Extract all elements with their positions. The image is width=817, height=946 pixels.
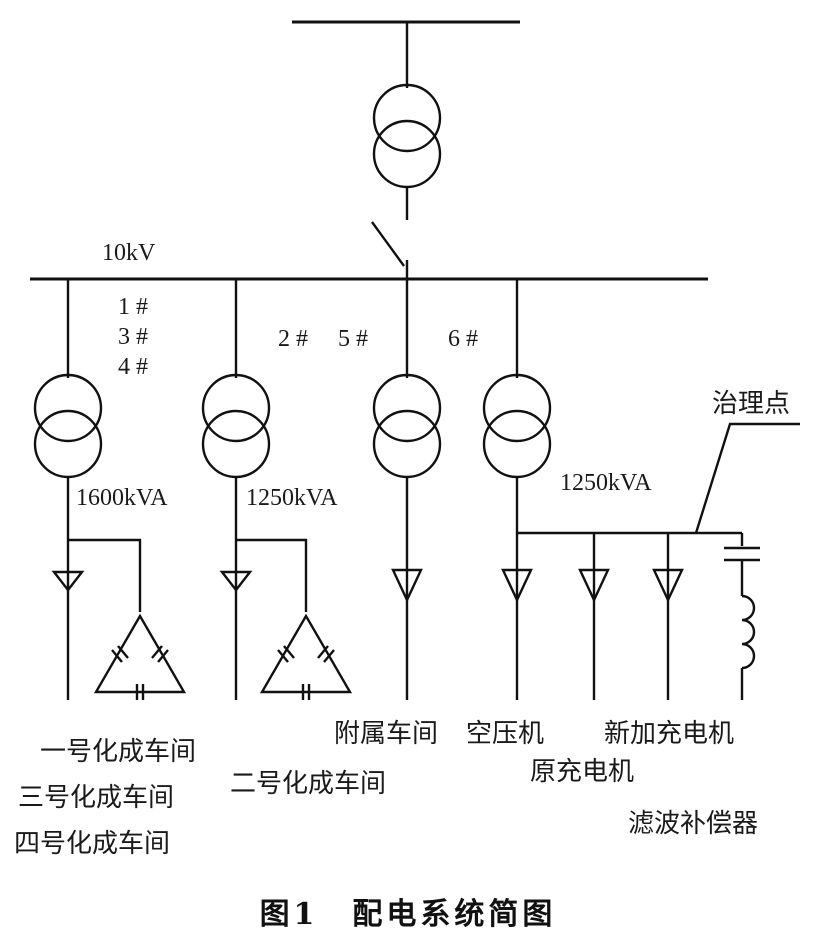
transformer-2-rating: 1250kVA: [246, 485, 338, 511]
load-1-arrow-icon: [51, 570, 85, 592]
transformer-4-icon: [482, 373, 552, 479]
transformer-3-icon: [372, 373, 442, 479]
transformer-4-rating: 1250kVA: [560, 470, 652, 496]
load-2-arrow-icon: [219, 570, 253, 592]
feeder-2-capacitor-branch: [236, 538, 308, 612]
treatment-point-leader: [694, 422, 800, 534]
figure-caption: 图1 配电系统简图: [260, 897, 557, 932]
feeder-1-capacitor-branch: [68, 538, 142, 612]
load-label-workshop-1: 一号化成车间: [40, 737, 196, 767]
load-label-workshop-2: 二号化成车间: [230, 769, 386, 799]
transformer-number-2: 2 #: [278, 326, 308, 352]
load-label-workshop-3: 三号化成车间: [18, 783, 174, 813]
load-label-auxiliary-workshop: 附属车间: [334, 719, 438, 749]
load-label-air-compressor: 空压机: [466, 719, 544, 749]
load-label-filter-compensator: 滤波补偿器: [628, 809, 758, 839]
treatment-point-label: 治理点: [712, 389, 790, 419]
transformer-1-icon: [33, 373, 103, 479]
capacitor-bank-1-icon: [93, 613, 187, 700]
main-transformer-icon: [372, 83, 442, 189]
transformer-2-icon: [201, 373, 271, 479]
transformer-number-6: 6 #: [448, 326, 478, 352]
transformer-number-4: 4 #: [118, 354, 148, 380]
load-label-original-charger: 原充电机: [530, 757, 634, 787]
load-label-workshop-4: 四号化成车间: [14, 829, 170, 859]
switch-blade-icon: [371, 221, 405, 267]
load-4b-arrow-icon: [578, 568, 610, 603]
load-label-new-charger: 新加充电机: [604, 719, 734, 749]
bus-voltage-label: 10kV: [102, 240, 156, 266]
load-4a-arrow-icon: [501, 568, 533, 603]
transformer-number-1: 1 #: [118, 294, 148, 320]
filter-compensator-icon: [724, 546, 760, 700]
transformer-1-rating: 1600kVA: [76, 485, 168, 511]
load-3-arrow-icon: [391, 568, 423, 603]
transformer-number-5: 5 #: [338, 326, 368, 352]
capacitor-bank-2-icon: [259, 613, 353, 700]
load-4c-arrow-icon: [652, 568, 684, 603]
transformer-number-3: 3 #: [118, 324, 148, 350]
